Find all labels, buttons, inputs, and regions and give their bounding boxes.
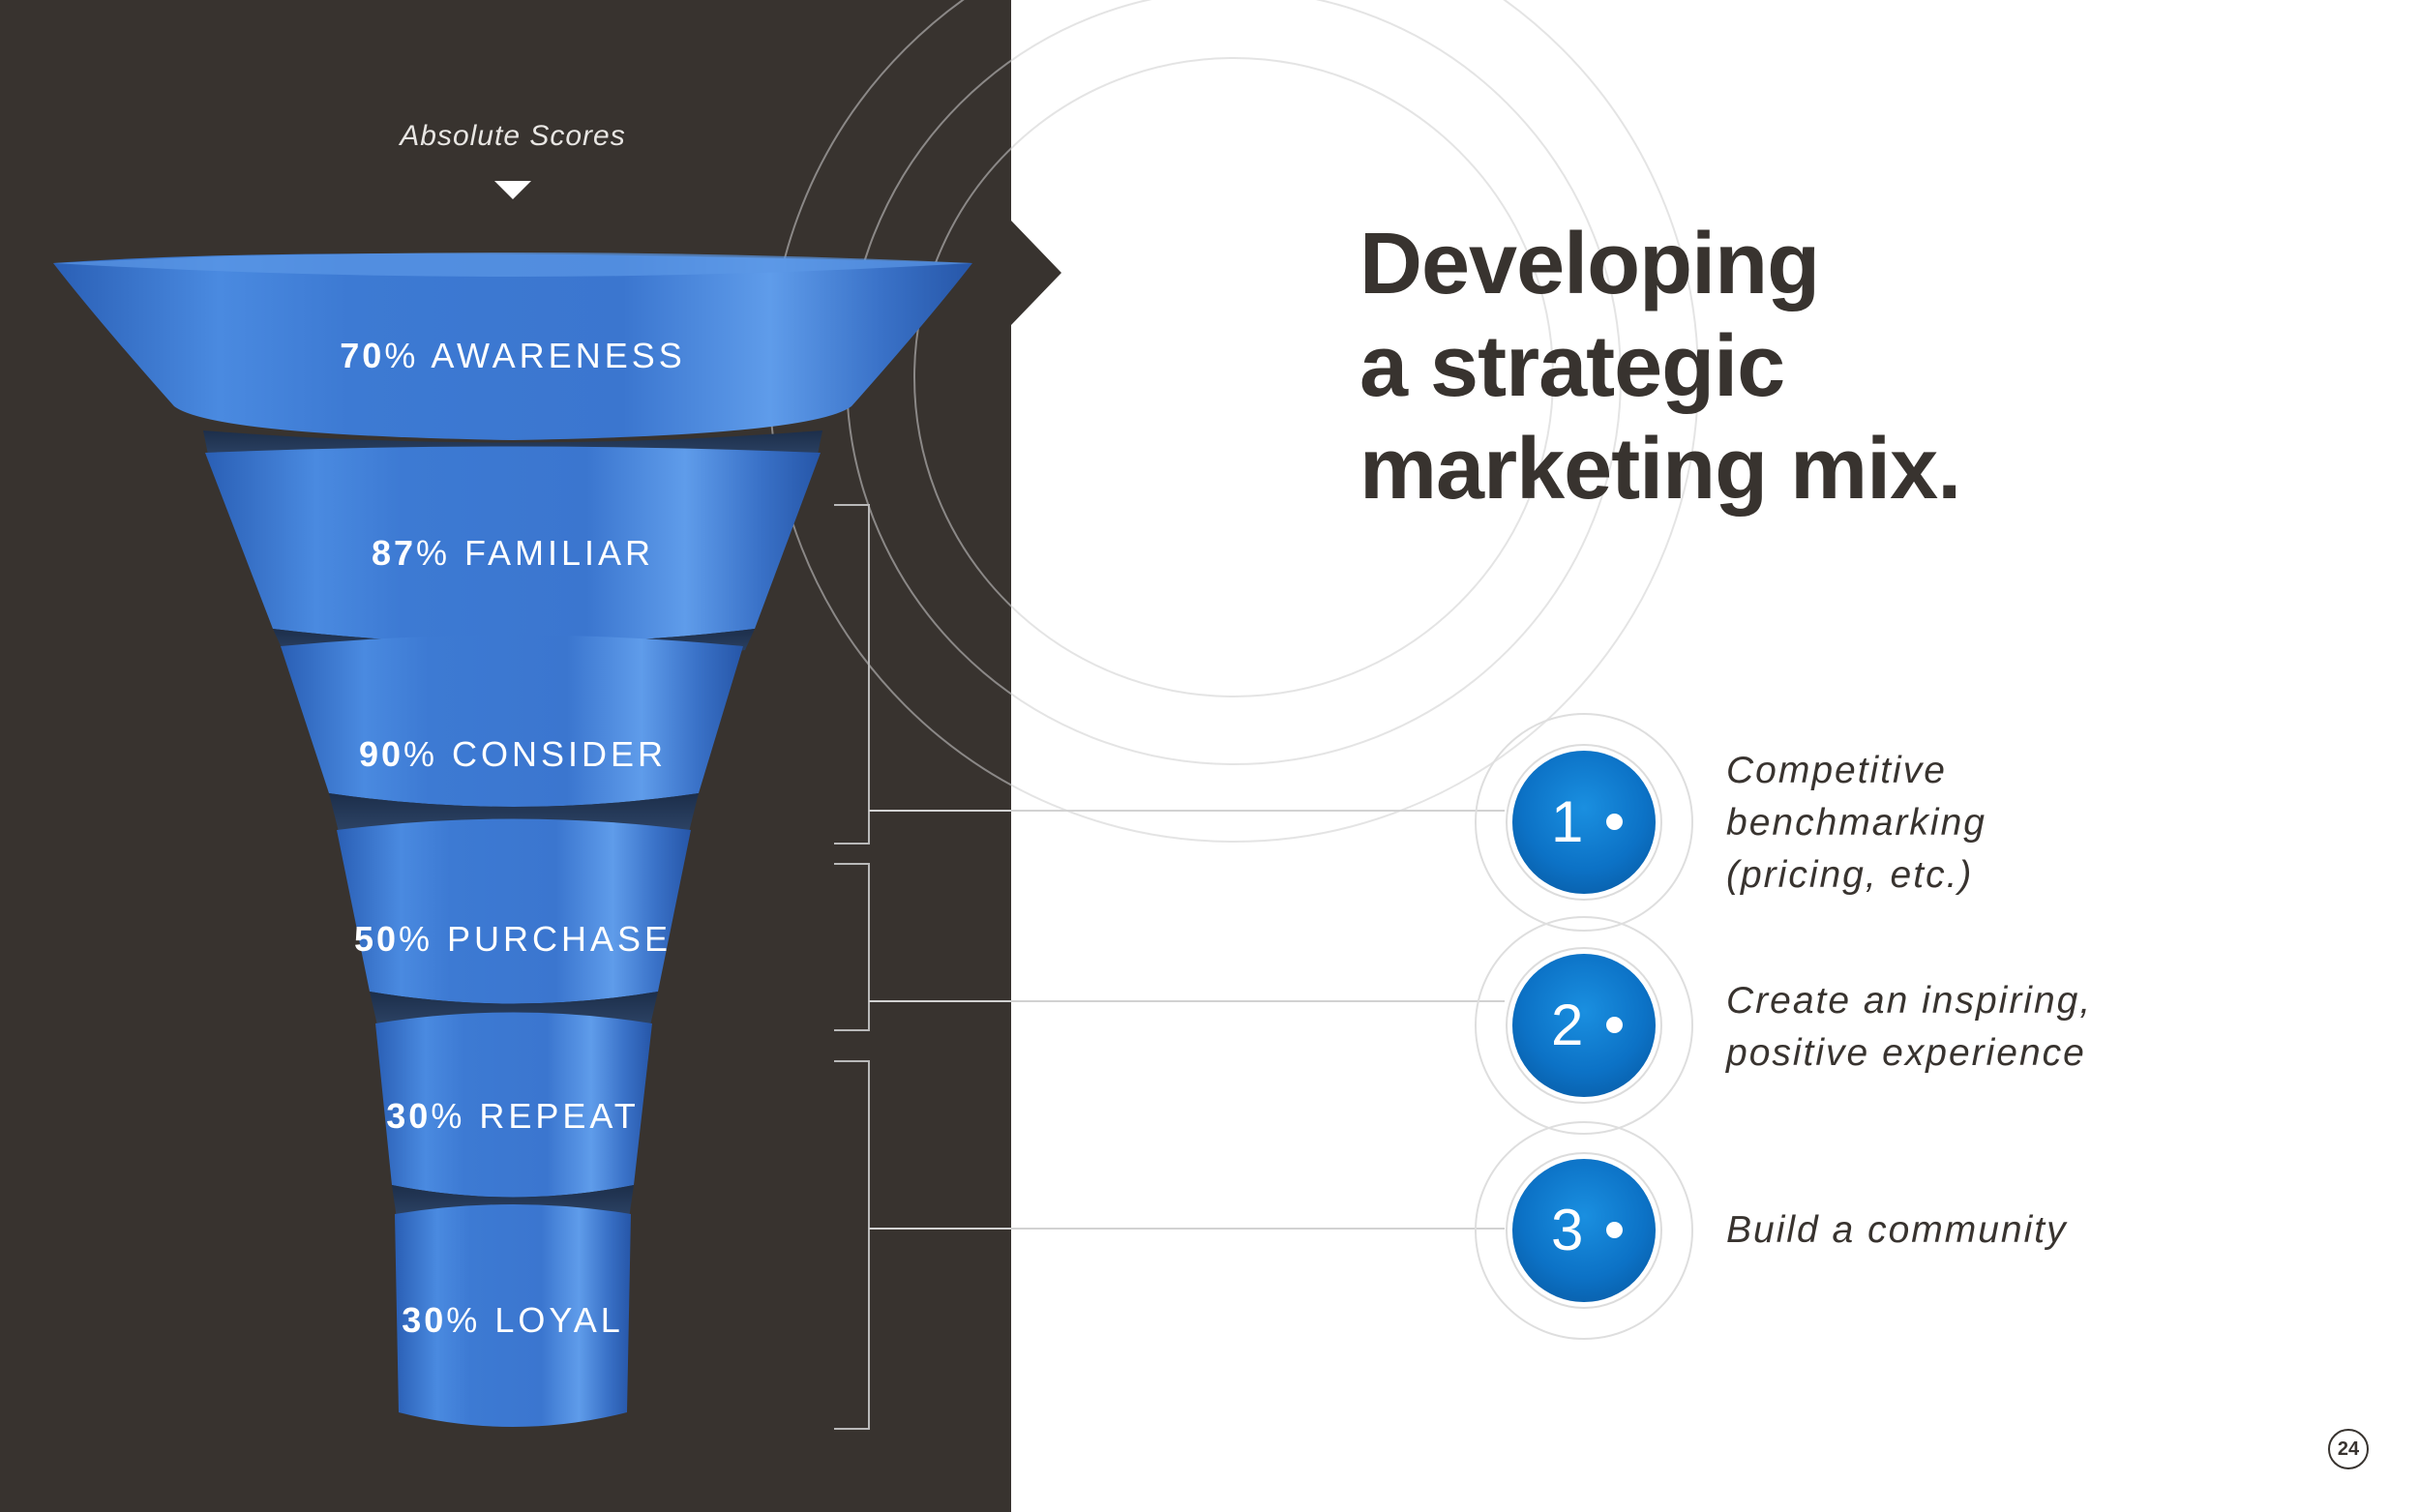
bullet-dot-icon [1606,1017,1623,1033]
stage-unit: % [403,734,439,774]
item-line: Create an inspiring, [1726,980,2093,1022]
item-line: Build a community [1726,1209,2068,1251]
title-line-2: a strategic [1359,318,1785,415]
stage-label-awareness: 70% AWARENESS [340,336,685,376]
item-line: benchmarking [1726,802,1986,844]
item-number-circle-2: 2 [1512,954,1656,1097]
item-text-1: Competitive benchmarking (pricing, etc.) [1726,745,1986,902]
bullet-dot-icon [1606,814,1623,830]
funnel-stage-purchase [337,818,691,1004]
bracket-1 [834,504,870,845]
item-number-circle-3: 3 [1512,1159,1656,1302]
item-number: 3 [1551,1198,1584,1262]
stage-pct: 87 [371,533,416,573]
stage-label-consider: 90% CONSIDER [359,734,667,775]
stage-pct: 70 [340,336,385,375]
stage-name: REPEAT [479,1096,640,1136]
item-text-2: Create an inspiring, positive experience [1726,975,2092,1080]
item-line: (pricing, etc.) [1726,854,1974,896]
item-number-circle-1: 1 [1512,751,1656,894]
funnel-stage-repeat [375,1012,652,1198]
item-line: positive experience [1726,1032,2086,1074]
down-triangle-icon [494,181,531,199]
stage-name: FAMILIAR [464,533,655,573]
funnel-rim-awareness [53,252,972,277]
stage-unit: % [398,919,433,959]
page-title: Developing a strategic marketing mix. [1359,213,1961,520]
circle-halo-1 [1475,713,1693,932]
stage-unit: % [384,336,420,375]
stage-unit: % [431,1096,466,1136]
item-number: 1 [1551,789,1584,854]
stage-label-purchase: 50% PURCHASE [354,919,672,960]
funnel-graphic [53,252,972,1427]
item-text-3: Build a community [1726,1204,2068,1257]
stage-name: AWARENESS [431,336,686,375]
bullet-dot-icon [1606,1222,1623,1238]
funnel-stage-familiar [205,446,821,643]
funnel-stage-awareness [53,253,972,440]
item-number: 2 [1551,993,1584,1057]
stage-label-familiar: 87% FAMILIAR [372,533,654,574]
item-line: Competitive [1726,750,1947,791]
funnel-stage-loyal [395,1204,631,1427]
circle-halo-2 [1475,916,1693,1135]
stage-name: CONSIDER [452,734,668,774]
panel-arrow-notch [1011,221,1061,325]
title-line-1: Developing [1359,216,1820,312]
circle-halo-3 [1475,1121,1693,1340]
stage-name: PURCHASE [447,919,672,959]
stage-name: LOYAL [494,1300,624,1340]
bracket-3 [834,1060,870,1430]
absolute-scores-label: Absolute Scores [400,120,626,152]
stage-label-repeat: 30% REPEAT [386,1096,639,1137]
stage-unit: % [446,1300,482,1340]
bracket-2 [834,863,870,1031]
title-line-3: marketing mix. [1359,421,1961,518]
stage-pct: 50 [353,919,399,959]
stage-pct: 30 [386,1096,432,1136]
stage-label-loyal: 30% LOYAL [402,1300,623,1341]
ring-1 [913,57,1554,697]
funnel-stage-consider [281,635,743,807]
stage-pct: 30 [402,1300,447,1340]
page-number: 24 [2328,1429,2369,1469]
stage-unit: % [415,533,451,573]
stage-pct: 90 [358,734,403,774]
